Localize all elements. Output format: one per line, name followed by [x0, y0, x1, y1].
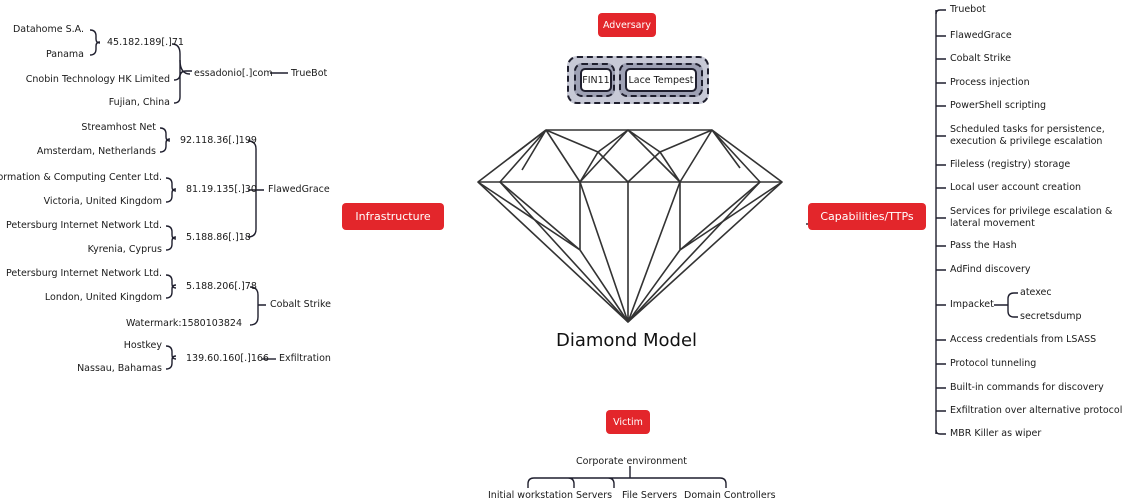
infra-malware-truebot: TrueBot	[291, 68, 328, 79]
cap-item: PowerShell scripting	[950, 100, 1047, 111]
cap-item: MBR Killer as wiper	[950, 428, 1042, 439]
cap-item: Local user account creation	[950, 182, 1082, 193]
cap-item: Access credentials from LSASS	[950, 334, 1097, 345]
victim-child: Servers	[576, 490, 613, 501]
cap-item: AdFind discovery	[950, 264, 1031, 275]
infra-ip: 92.118.36[.]199	[180, 135, 257, 146]
cap-item: Built-in commands for discovery	[950, 382, 1104, 393]
infra-ip: 5.188.206[.]78	[186, 281, 257, 292]
cap-item: Scheduled tasks for persistence, executi…	[950, 124, 1105, 147]
cap-item: Cobalt Strike	[950, 53, 1011, 64]
adversary-node[interactable]: Adversary	[598, 13, 656, 37]
infra-attr: Amsterdam, Netherlands	[36, 146, 156, 157]
victim-child: File Servers	[622, 490, 678, 501]
cap-item: Protocol tunneling	[950, 358, 1037, 369]
infra-ip: 139.60.160[.]166	[186, 353, 269, 364]
victim-root: Corporate environment	[576, 456, 688, 467]
infra-attr: Nassau, Bahamas	[77, 363, 162, 374]
infra-attr: Watermark:1580103824	[125, 318, 242, 329]
infra-attr: Streamhost Net	[81, 122, 156, 133]
cap-item: Truebot	[950, 4, 986, 15]
infra-exfiltration: Exfiltration	[279, 353, 331, 364]
infra-attr: Information & Computing Center Ltd.	[0, 172, 162, 183]
cap-item: Pass the Hash	[950, 240, 1017, 251]
infra-ip: 5.188.86[.]18	[186, 232, 251, 243]
infra-attr: Datahome S.A.	[12, 24, 84, 35]
diagram-title: Diamond Model	[556, 330, 698, 351]
infra-ip: 45.182.189[.]71	[107, 37, 184, 48]
cap-subitem: secretsdump	[1020, 311, 1082, 322]
infra-attr: Petersburg Internet Network Ltd.	[6, 220, 162, 231]
infra-attr: Petersburg Internet Network Ltd.	[6, 268, 162, 279]
infra-attr: London, United Kingdom	[44, 292, 162, 303]
victim-node[interactable]: Victim	[606, 410, 650, 434]
infrastructure-node[interactable]: Infrastructure	[342, 203, 444, 230]
infra-attr: Panama	[45, 49, 84, 60]
infra-attr: Kyrenia, Cyprus	[87, 244, 162, 255]
cap-item: Process injection	[950, 77, 1030, 88]
infra-malware-cobalt: Cobalt Strike	[270, 299, 331, 310]
cap-item: Exfiltration over alternative protocol	[950, 405, 1123, 416]
cap-subitem: atexec	[1020, 287, 1052, 298]
infra-domain: essadonio[.]com	[194, 68, 273, 79]
capabilities-node[interactable]: Capabilities/TTPs	[808, 203, 926, 230]
alias-lace-tempest[interactable]: Lace Tempest	[625, 68, 697, 92]
cap-item: Services for privilege escalation & late…	[950, 206, 1113, 229]
infra-attr: Cnobin Technology HK Limited	[25, 74, 170, 85]
cap-item: FlawedGrace	[950, 30, 1012, 41]
victim-child: Initial workstation	[488, 490, 573, 501]
infra-attr: Hostkey	[123, 340, 162, 351]
infra-attr: Victoria, United Kingdom	[43, 196, 162, 207]
victim-child: Domain Controllers	[684, 490, 776, 501]
infra-attr: Fujian, China	[108, 97, 170, 108]
alias-fin11[interactable]: FIN11	[580, 68, 612, 92]
cap-item: Impacket	[950, 299, 994, 310]
cap-item: Fileless (registry) storage	[950, 159, 1071, 170]
infra-malware-flawedgrace: FlawedGrace	[268, 184, 330, 195]
infra-ip: 81.19.135[.]30	[186, 184, 257, 195]
